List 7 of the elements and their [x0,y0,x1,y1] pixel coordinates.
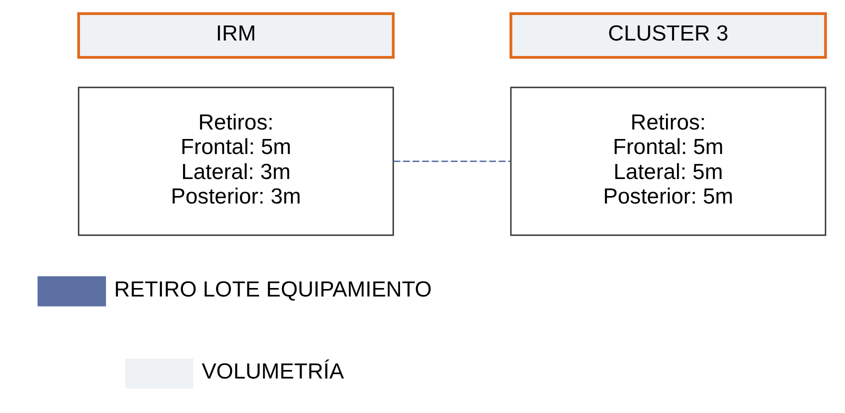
node-box: Retiros: Frontal: 5m Lateral: 3m Posterior: 3m [77,86,394,236]
connector [392,160,510,162]
legend-label: RETIRO LOTE EQUIPAMIENTO [114,276,432,302]
node-box: CLUSTER 3 [509,12,826,59]
node-box: Retiros: Frontal: 5m Lateral: 5m Posterior: 5m [510,86,826,236]
node-box: IRM [76,12,394,59]
legend-label: VOLUMETRÍA [201,358,344,384]
